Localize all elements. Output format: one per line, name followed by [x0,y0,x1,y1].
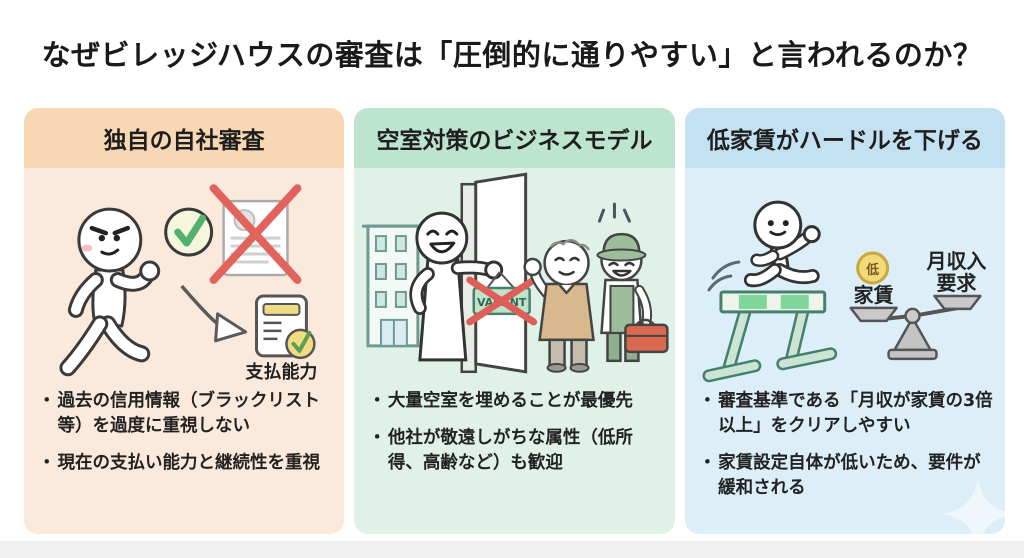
coin-text: 低 [865,262,879,278]
bullet-item: ・ 審査基準である「月収が家賃の3倍以上」をクリアしやすい [699,389,993,439]
bullet-marker: ・ [38,452,56,473]
vacancy-illustration: VACANT [362,172,669,374]
bullet-item: ・ 大量空室を埋めることが最優先 [368,389,662,414]
worker-illustration [596,202,669,363]
panel-vacancy-body: VACANT [354,168,675,534]
panel-low-rent: 低家賃がハードルを下げる [684,108,1005,534]
bullet-text: 家賃設定自体が低いため、要件が緩和される [718,452,981,498]
runner-character-illustration [59,207,161,377]
own-screening-illustration: 支払能力 [59,184,318,383]
footer-strip [0,541,1024,558]
building-icon [362,224,425,348]
bullet-marker: ・ [698,391,717,411]
bullet-text: 他社が敬遠しがちな属性（低所得、高齢など）も歓迎 [387,427,633,473]
crossed-document-icon [209,184,302,284]
panel-own-screening: 独自の自社審査 [24,108,345,534]
panel-low-rent-header: 低家賃がハードルを下げる [684,108,1005,168]
income-label-line2: 要求 [936,271,976,295]
panel-vacancy-header: 空室対策のビジネスモデル [354,108,675,168]
bullet-text: 大量空室を埋めることが最優先 [387,391,633,411]
own-screening-bullets: ・ 過去の信用情報（ブラックリスト等）を過度に重視しない ・ 現在の支払い能力と… [24,383,344,488]
check-icon [164,207,214,257]
low-rent-bullets: ・ 審査基準である「月収が家賃の3倍以上」をクリアしやすい ・ 家賃設定自体が低… [685,383,1005,512]
bullet-item: ・ 他社が敬遠しがちな属性（低所得、高齢など）も歓迎 [368,426,662,476]
bullet-item: ・ 現在の支払い能力と継続性を重視 [38,451,332,476]
panel-low-rent-body: 低 家賃 月収入 要求 ・ 審査基準である「月収が家賃の3倍以上」をクリアしやす… [684,168,1005,534]
bullet-marker: ・ [38,391,56,411]
jumping-character-illustration [743,200,821,288]
panel-own-screening-header: 独自の自社審査 [24,108,345,168]
bullet-marker: ・ [698,452,717,473]
bullet-marker: ・ [368,391,386,411]
page-title: なぜビレッジハウスの審査は「圧倒的に通りやすい」と言われるのか？ [41,38,983,72]
bullet-text: 過去の信用情報（ブラックリスト等）を過度に重視しない [57,391,321,436]
income-label-line1: 月収入 [925,249,986,273]
bullet-item: ・ 過去の信用情報（ブラックリスト等）を過度に重視しない [38,389,332,439]
sparkle-icon [942,478,1014,550]
panel-own-screening-body: 支払能力 ・ 過去の信用情報（ブラックリスト等）を過度に重視しない ・ 現在の支… [24,168,345,534]
coin-icon: 低 [855,251,889,285]
vacant-sign: VACANT [466,271,538,326]
balance-scale-illustration: 低 家賃 月収入 要求 [849,249,986,361]
panels-row: 独自の自社審査 [24,108,1005,534]
vacancy-bullets: ・ 大量空室を埋めることが最優先 ・ 他社が敬遠しがちな属性（低所得、高齢など）… [354,383,674,488]
motion-lines [707,260,741,292]
bullet-text: 現在の支払い能力と継続性を重視 [57,452,321,473]
arrow-icon [180,284,248,343]
elderly-man-illustration [523,239,596,373]
panel-vacancy-business-model: 空室対策のビジネスモデル [354,108,675,534]
toolbox-icon [624,318,669,354]
bullet-marker: ・ [368,427,386,448]
payment-ability-label: 支払能力 [245,361,318,383]
sparkle-lines [598,202,632,223]
low-rent-illustration: 低 家賃 月収入 要求 [702,200,986,383]
payment-ability-icon [255,294,316,360]
rent-label: 家賃 [853,283,893,307]
greeter-character-illustration [409,211,504,362]
hurdle-illustration [702,290,837,383]
bullet-text: 審査基準である「月収が家賃の3倍以上」をクリアしやすい [718,391,993,436]
bullet-item: ・ 家賃設定自体が低いため、要件が緩和される [699,451,993,501]
